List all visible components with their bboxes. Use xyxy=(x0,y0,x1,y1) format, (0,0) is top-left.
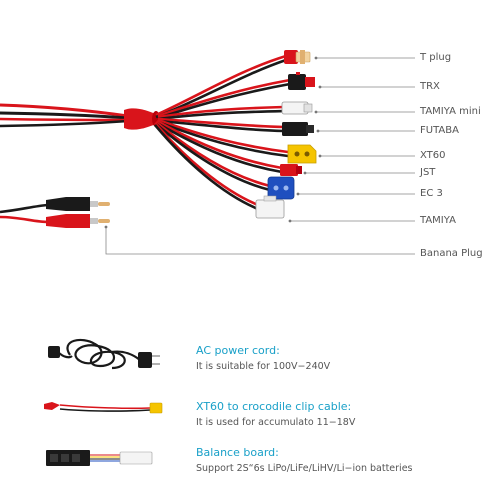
tamiya-mini-connector xyxy=(281,101,313,115)
balance-board-title: Balance board: xyxy=(196,446,279,459)
leader-dots xyxy=(104,56,322,229)
main-harness-wires xyxy=(0,103,129,128)
balance-board-description: Support 2S“6s LiPo/LiFe/LiHV/Li−ion batt… xyxy=(196,463,413,474)
xt60-connector xyxy=(287,144,317,164)
label-tamiya-mini: TAMIYA mini xyxy=(420,106,481,117)
label-futaba: FUTABA xyxy=(420,125,459,136)
label-t-plug: T plug xyxy=(420,52,452,63)
trx-connector xyxy=(288,72,315,90)
futaba-connector xyxy=(282,122,314,136)
label-trx: TRX xyxy=(420,81,440,92)
xt60-crocodile-cable-image xyxy=(44,402,163,414)
label-tamiya: TAMIYA xyxy=(420,215,456,226)
leader-lines xyxy=(105,57,415,255)
ac-power-cord-description: It is suitable for 100V−240V xyxy=(196,361,331,372)
label-banana-plug: Banana Plug xyxy=(420,248,483,259)
xt60-cable-description: It is used for accumulato 11−18V xyxy=(196,417,356,428)
tamiya-connector xyxy=(255,195,285,219)
ec3-connector xyxy=(267,176,295,200)
heat-shrink-sleeve xyxy=(124,108,156,130)
xt60-cable-title: XT60 to crocodile clip cable: xyxy=(196,400,352,413)
jst-connector xyxy=(280,164,302,176)
banana-plug-red xyxy=(46,214,110,228)
fanout-wires xyxy=(154,54,291,211)
label-jst: JST xyxy=(420,167,436,178)
ac-power-cord-image xyxy=(48,338,160,370)
banana-plug-black xyxy=(46,197,110,211)
label-xt60: XT60 xyxy=(420,150,446,161)
balance-board-image xyxy=(46,450,153,466)
banana-plug-wires xyxy=(0,203,49,224)
label-ec3: EC 3 xyxy=(420,188,443,199)
ac-power-cord-title: AC power cord: xyxy=(196,344,280,357)
t-plug-connector xyxy=(284,50,311,64)
